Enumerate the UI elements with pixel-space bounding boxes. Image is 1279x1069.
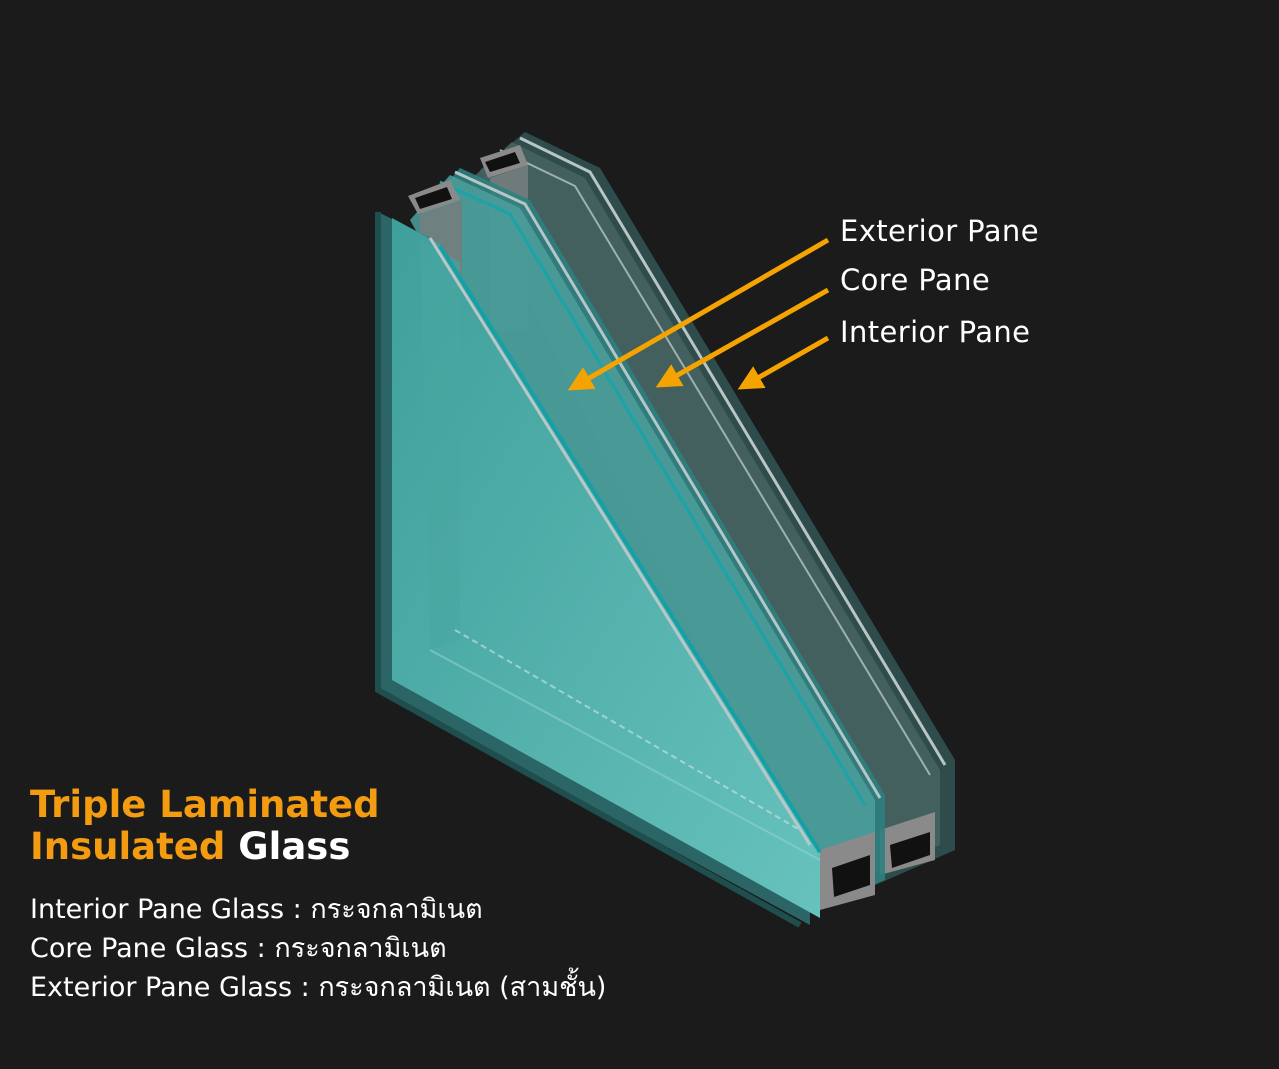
title-line-2: Insulated Glass — [30, 826, 380, 868]
interior-pane-arrow — [737, 335, 830, 390]
title-white-word: Glass — [238, 825, 351, 868]
spec-list: Interior Pane Glass : กระจกลามิเนต Core … — [30, 890, 606, 1007]
exterior-pane-label: Exterior Pane — [840, 214, 1039, 248]
core-pane — [410, 168, 885, 915]
exterior-pane-arrow — [567, 237, 830, 391]
core-pane-arrow — [655, 287, 830, 388]
spec-core: Core Pane Glass : กระจกลามิเนต — [30, 933, 447, 964]
core-pane-label: Core Pane — [840, 263, 991, 297]
spec-exterior: Exterior Pane Glass : กระจกลามิเนต (สามช… — [30, 972, 607, 1003]
interior-pane-label: Interior Pane — [840, 315, 1031, 349]
product-title: Triple Laminated Insulated Glass — [30, 784, 380, 868]
title-accent-word: Insulated — [30, 825, 226, 868]
title-line-1: Triple Laminated — [30, 783, 380, 826]
interior-pane — [375, 212, 822, 928]
callout-arrows — [567, 237, 830, 391]
spec-interior: Interior Pane Glass : กระจกลามิเนต — [30, 894, 483, 925]
